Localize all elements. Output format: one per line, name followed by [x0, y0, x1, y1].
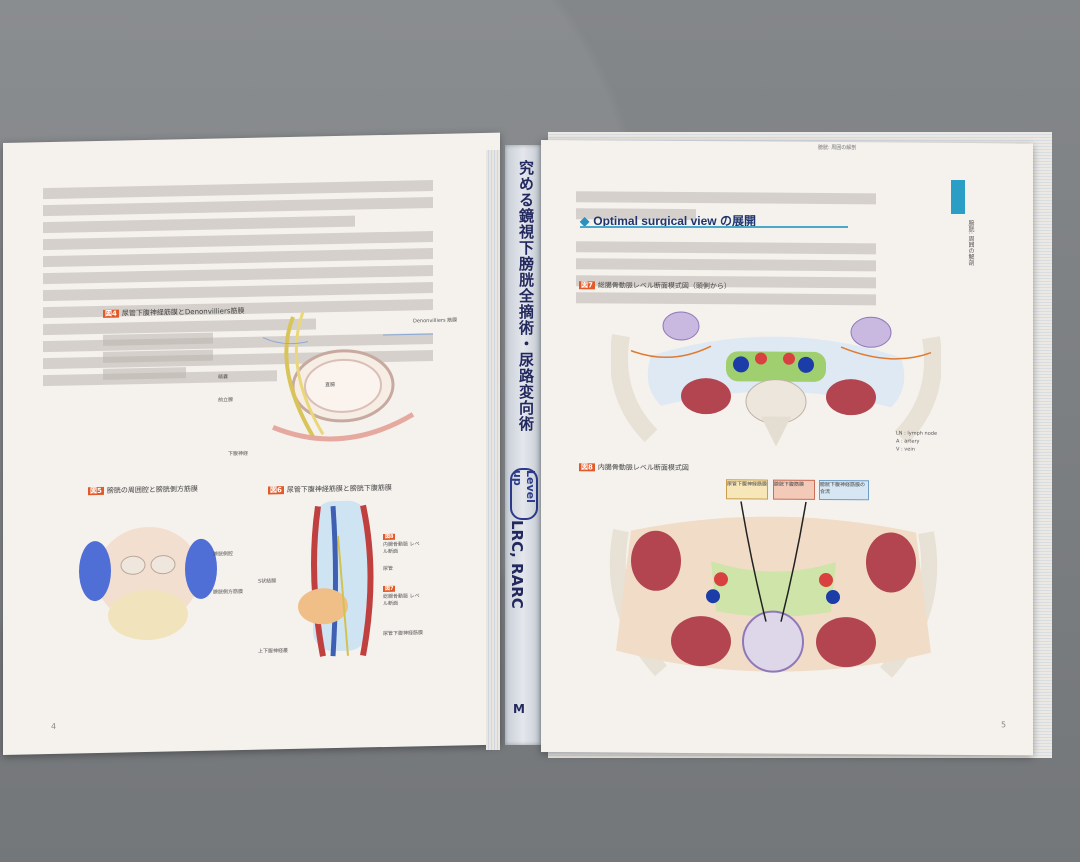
fig8-box-3: 膀胱下腹神経筋膜の合流: [819, 479, 869, 501]
fig6-illustration: [298, 500, 374, 657]
label-hypogastric-nerve: 下腹神経: [228, 450, 249, 458]
section-heading: ◆Optimal surgical view の展開: [580, 214, 756, 228]
label-ureter: 尿管: [383, 565, 394, 573]
right-running-header: 膀胱: 周囲の解剖: [818, 145, 857, 151]
left-page-edges: [486, 150, 500, 750]
label-ureter-hypo: 尿管下腹神経筋膜: [383, 630, 424, 638]
label-fig8-text: 内腸骨動脈 レベル断面: [383, 541, 420, 556]
fig8-box-1: 尿管下腹神経筋膜: [726, 479, 768, 500]
label-s-colon: S状結腸: [258, 578, 277, 585]
label-fig7-ref: 図7: [383, 585, 396, 593]
label-fig8-ref: 図8: [383, 533, 396, 541]
diamond-icon: ◆: [580, 214, 590, 228]
label-bladder-lateral: 膀胱側腔: [213, 551, 234, 558]
fig8-box-2: 膀胱下腹筋膜: [773, 479, 815, 500]
legend-ln: LN : lymph node: [896, 430, 938, 437]
legend-vein: V : vein: [896, 446, 915, 453]
label-seminal: 精嚢: [218, 374, 229, 381]
label-lower-hypogastric: 上下腹神経叢: [258, 648, 289, 655]
label-denonvilliers: Denonvilliers 筋膜: [413, 317, 458, 325]
book-spine: [505, 145, 541, 745]
spine-title: 究める鏡視下膀胱全摘術・尿路変向術: [517, 160, 535, 432]
fig7-illustration: [611, 311, 941, 447]
left-page-number: 4: [51, 721, 57, 731]
fig8-illustration: [609, 501, 938, 678]
label-fig7-text: 総腸骨動脈 レベル断面: [383, 593, 420, 608]
heading-underline: [580, 226, 848, 228]
spine-subtitle: LRC, RARC: [508, 520, 526, 609]
fig5-illustration: [79, 526, 217, 640]
publisher-logo-icon: M: [513, 702, 525, 716]
label-prostate: 前立腺: [218, 397, 234, 404]
right-page-number: 5: [1001, 720, 1007, 730]
label-rectum: 直腸: [325, 382, 336, 389]
chapter-side-label: 膀胱: 周囲の解剖: [967, 220, 974, 266]
chapter-tab: [951, 180, 965, 214]
legend-artery: A : artery: [896, 438, 920, 445]
spine-badge: Level up: [510, 468, 538, 520]
label-vesico-fascia: 膀胱側方筋膜: [213, 588, 244, 596]
fig4-illustration: [262, 311, 433, 442]
